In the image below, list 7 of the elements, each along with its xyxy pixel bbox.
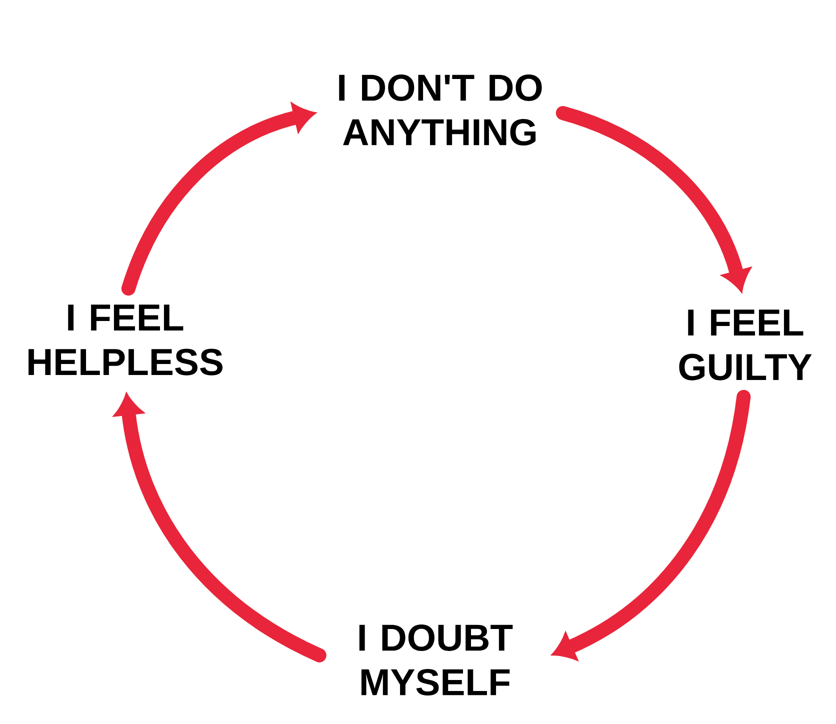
- caption-text: I FEEL GUILTY: [679, 310, 812, 380]
- curved-arrow: [556, 106, 750, 291]
- caption-text: I FEEL HELPLESS: [28, 304, 222, 376]
- curved-arrow: [121, 104, 314, 296]
- caption-text: I DOUBT MYSELF: [359, 624, 513, 696]
- curved-arrow: [553, 390, 751, 660]
- caption-text: I DON'T DO ANYTHING: [339, 74, 542, 146]
